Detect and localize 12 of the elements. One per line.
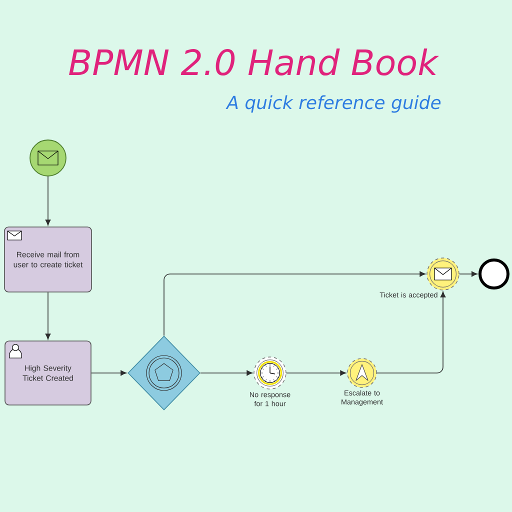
arrow — [376, 291, 446, 374]
arrow — [458, 271, 478, 277]
arrow — [200, 370, 253, 376]
subtitle: A quick reference guide — [226, 95, 441, 113]
arrow — [45, 176, 51, 226]
arrow — [45, 292, 51, 340]
arrow — [164, 271, 426, 336]
arrow — [91, 370, 127, 376]
title: BPMN 2.0 Hand Book — [69, 48, 440, 76]
end-event — [478, 258, 510, 290]
gateway-diamond — [128, 336, 200, 410]
arrow — [286, 370, 346, 376]
